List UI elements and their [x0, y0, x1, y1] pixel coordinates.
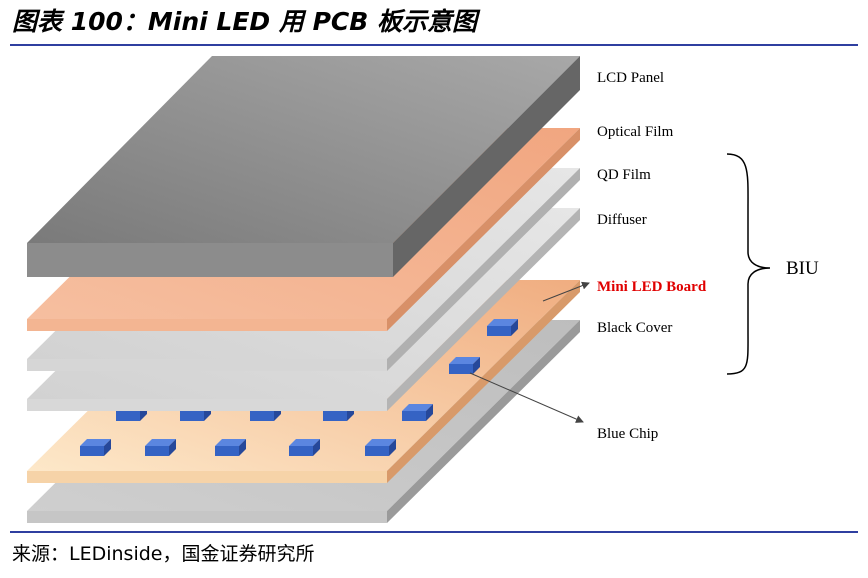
qd-film-label: QD Film: [597, 167, 651, 183]
diffuser-label: Diffuser: [597, 212, 647, 228]
blue-chip: [80, 439, 111, 456]
lcd-panel-label: LCD Panel: [597, 70, 664, 86]
blue-chip: [449, 357, 480, 374]
blue-chip: [487, 319, 518, 336]
biu-label: BIU: [786, 258, 819, 279]
biu-brace: [726, 153, 771, 375]
blue-chip-pointer: [469, 372, 584, 423]
blue-chip: [215, 439, 246, 456]
source-note: 来源：LEDinside，国金证券研究所: [12, 543, 315, 565]
blue-chip: [365, 439, 396, 456]
blue-chip-label: Blue Chip: [597, 426, 658, 442]
mini-led-board-label: Mini LED Board: [597, 279, 707, 295]
black-cover-label: Black Cover: [597, 320, 672, 336]
blue-chip: [402, 404, 433, 421]
lcd-panel-layer: [27, 56, 580, 277]
title-rule: [10, 44, 858, 46]
figure-title: 图表 100：Mini LED 用 PCB 板示意图: [12, 7, 478, 36]
blue-chip: [289, 439, 320, 456]
blue-chip: [145, 439, 176, 456]
mini-led-board-pointer: [542, 281, 590, 302]
blue-chip-array: [80, 319, 518, 456]
source-rule: [10, 531, 858, 533]
optical-film-label: Optical Film: [597, 124, 674, 140]
